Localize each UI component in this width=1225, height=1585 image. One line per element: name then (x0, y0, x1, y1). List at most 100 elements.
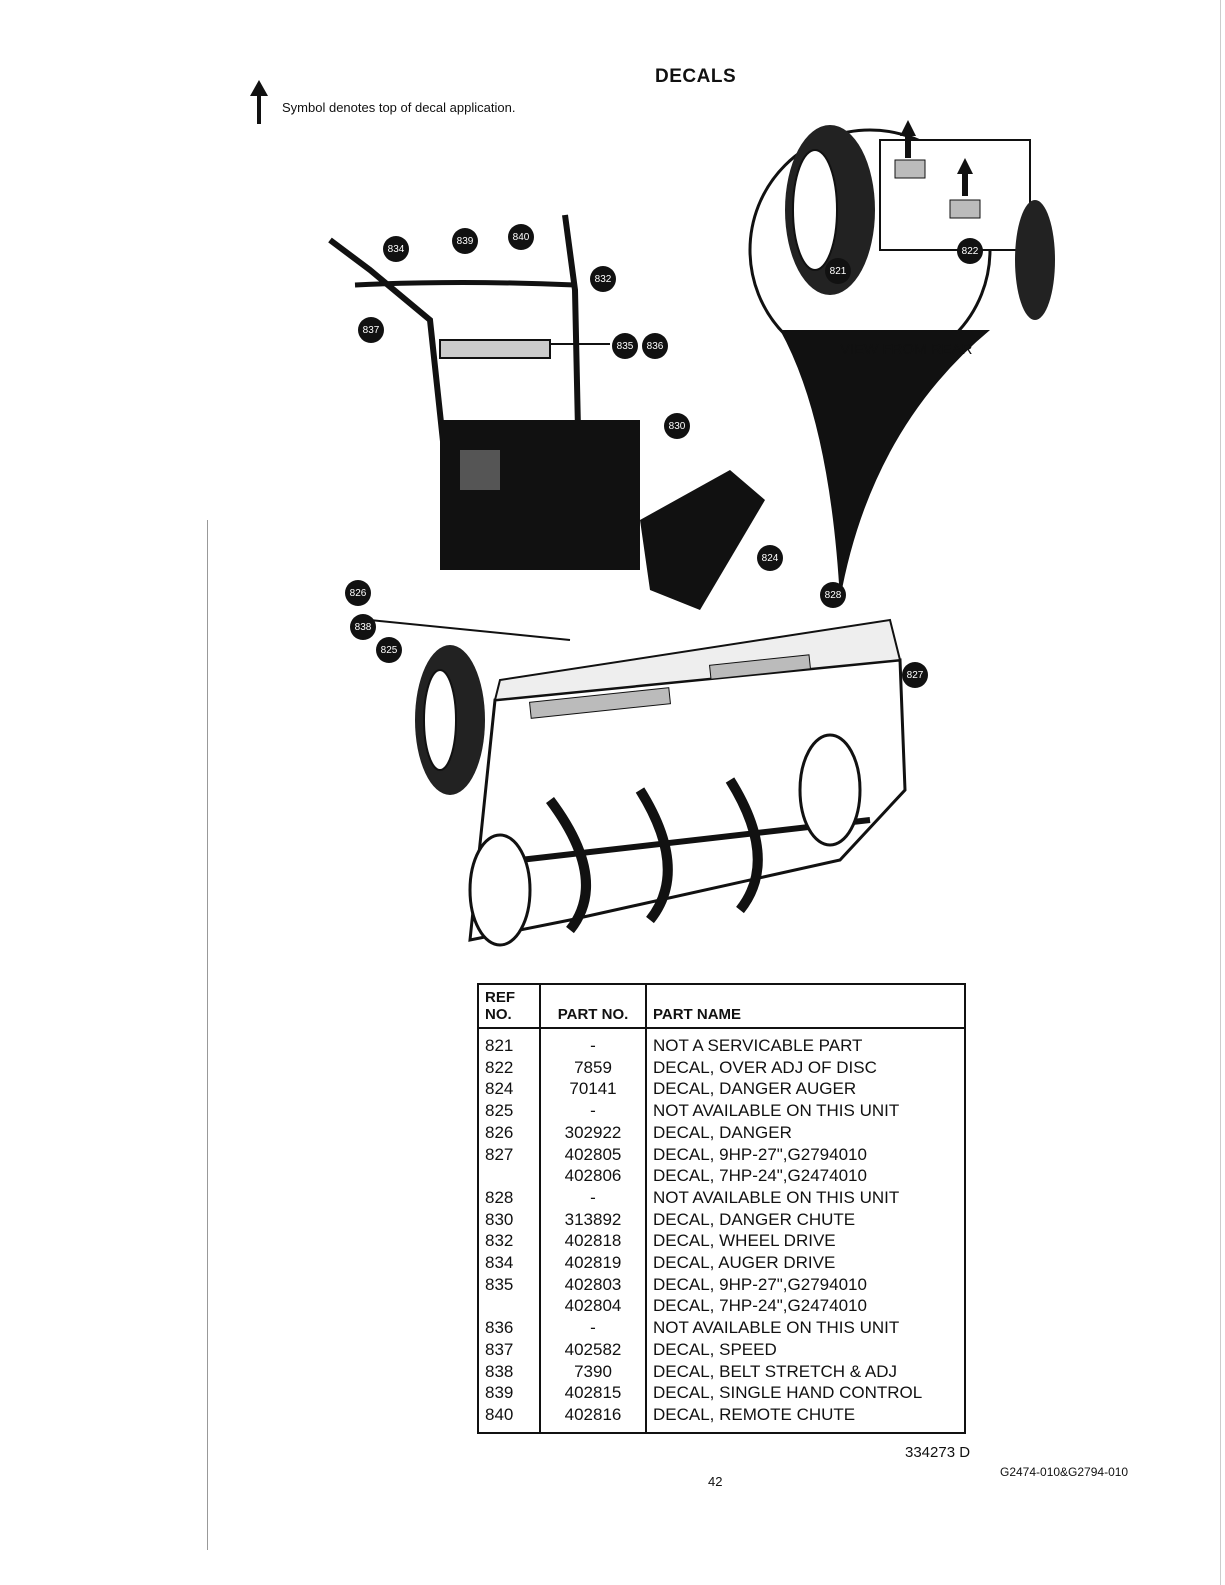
part-name-cell: DECAL, DANGER CHUTE (653, 1209, 856, 1229)
ref-cell: 824 (478, 1078, 541, 1101)
ref-cell (478, 1165, 541, 1187)
part-name-cell: DECAL, WHEEL DRIVE (653, 1231, 836, 1251)
callout-839: 839 (452, 228, 478, 254)
ref-cell: 821 (478, 1028, 541, 1057)
part-name-cell: DECAL, DANGER AUGER (653, 1079, 857, 1099)
part-name-cell: DECAL, OVER ADJ OF DISC (653, 1057, 877, 1077)
ref-cell: 828 (478, 1186, 541, 1209)
callout-828: 828 (820, 582, 846, 608)
inset-label: VIEW FROM REAR (840, 341, 973, 358)
part-no-cell: 313892 (540, 1208, 647, 1231)
part-no-cell: - (540, 1317, 647, 1339)
ref-cell (478, 1295, 541, 1318)
part-no-cell: 402819 (540, 1252, 647, 1274)
ref-cell: 825 (478, 1100, 541, 1122)
part-no-cell: 402582 (540, 1338, 647, 1361)
part-no-cell: 70141 (540, 1078, 647, 1101)
part-name-cell: DECAL, SPEED (653, 1339, 777, 1359)
symbol-note-text: Symbol denotes top of decal application. (282, 99, 516, 115)
part-name-cell: NOT AVAILABLE ON THIS UNIT (653, 1187, 900, 1207)
callout-834: 834 (383, 236, 409, 262)
callout-822: 822 (957, 238, 983, 264)
page-title: DECALS (655, 66, 737, 87)
header-ref-no: REF NO. (478, 984, 541, 1029)
header-part-name: PART NAME (646, 984, 965, 1029)
part-name-cell: DECAL, REMOTE CHUTE (653, 1404, 856, 1424)
table-row: 402804 DECAL, 7HP-24",G2474010 (478, 1295, 965, 1318)
part-no-cell: 402818 (540, 1230, 647, 1253)
ref-cell: 822 (478, 1056, 541, 1079)
table-row: 821-NOT A SERVICABLE PART (478, 1028, 965, 1057)
part-no-cell: 402815 (540, 1382, 647, 1404)
part-name-cell: DECAL, DANGER (653, 1122, 792, 1142)
part-name-cell: DECAL, AUGER DRIVE (653, 1253, 836, 1273)
ref-cell: 836 (478, 1317, 541, 1339)
ref-cell: 832 (478, 1230, 541, 1253)
callout-830: 830 (664, 413, 690, 439)
snowthrower-illustration (328, 120, 1055, 947)
part-name-cell: DECAL, BELT STRETCH & ADJ (653, 1361, 898, 1381)
callout-840: 840 (508, 224, 534, 250)
part-name-cell: DECAL, 7HP-24",G2474010 (653, 1296, 867, 1316)
table-row: 828-NOT AVAILABLE ON THIS UNIT (478, 1186, 965, 1209)
table-row: 402806 DECAL, 7HP-24",G2474010 (478, 1165, 965, 1187)
part-name-cell: DECAL, 9HP-27",G2794010 (653, 1274, 867, 1294)
callout-836: 836 (642, 333, 668, 359)
callout-825: 825 (376, 637, 402, 663)
up-arrow-icon (250, 80, 268, 124)
part-no-cell: 402816 (540, 1403, 647, 1433)
part-name-cell: NOT AVAILABLE ON THIS UNIT (653, 1318, 900, 1338)
ref-cell: 830 (478, 1208, 541, 1231)
parts-table: REF NO. PART NO. PART NAME 821-NOT A SER… (477, 983, 966, 1434)
callout-835: 835 (612, 333, 638, 359)
ref-cell: 837 (478, 1338, 541, 1361)
model-code: G2474-010&G2794-010 (1000, 1465, 1129, 1479)
ref-cell: 826 (478, 1121, 541, 1144)
part-no-cell: 7859 (540, 1056, 647, 1079)
part-no-cell: - (540, 1186, 647, 1209)
ref-cell: 838 (478, 1360, 541, 1383)
binding-rule (207, 520, 208, 1550)
part-no-cell: 402803 (540, 1273, 647, 1296)
callout-821: 821 (825, 258, 851, 284)
table-row: 825-NOT AVAILABLE ON THIS UNIT (478, 1100, 965, 1122)
page-number: 42 (708, 1474, 723, 1489)
doc-number: 334273 D (905, 1444, 971, 1461)
part-no-cell: 402804 (540, 1295, 647, 1318)
part-no-cell: 7390 (540, 1360, 647, 1383)
part-no-cell: 402806 (540, 1165, 647, 1187)
symbol-note: Symbol denotes top of decal application. (250, 80, 515, 124)
table-row: 836-NOT AVAILABLE ON THIS UNIT (478, 1317, 965, 1339)
part-no-cell: - (540, 1100, 647, 1122)
part-name-cell: NOT A SERVICABLE PART (653, 1036, 863, 1055)
part-no-cell: 302922 (540, 1121, 647, 1144)
callout-827: 827 (902, 662, 928, 688)
ref-cell: 840 (478, 1403, 541, 1433)
callout-838: 838 (350, 614, 376, 640)
part-name-cell: DECAL, 9HP-27",G2794010 (653, 1144, 867, 1164)
callout-826: 826 (345, 580, 371, 606)
ref-cell: 839 (478, 1382, 541, 1404)
callout-837: 837 (358, 317, 384, 343)
part-name-cell: NOT AVAILABLE ON THIS UNIT (653, 1101, 900, 1121)
part-no-cell: 402805 (540, 1143, 647, 1166)
callout-824: 824 (757, 545, 783, 571)
callout-832: 832 (590, 266, 616, 292)
header-part-no: PART NO. (540, 984, 647, 1029)
part-name-cell: DECAL, 7HP-24",G2474010 (653, 1166, 867, 1186)
ref-cell: 827 (478, 1143, 541, 1166)
